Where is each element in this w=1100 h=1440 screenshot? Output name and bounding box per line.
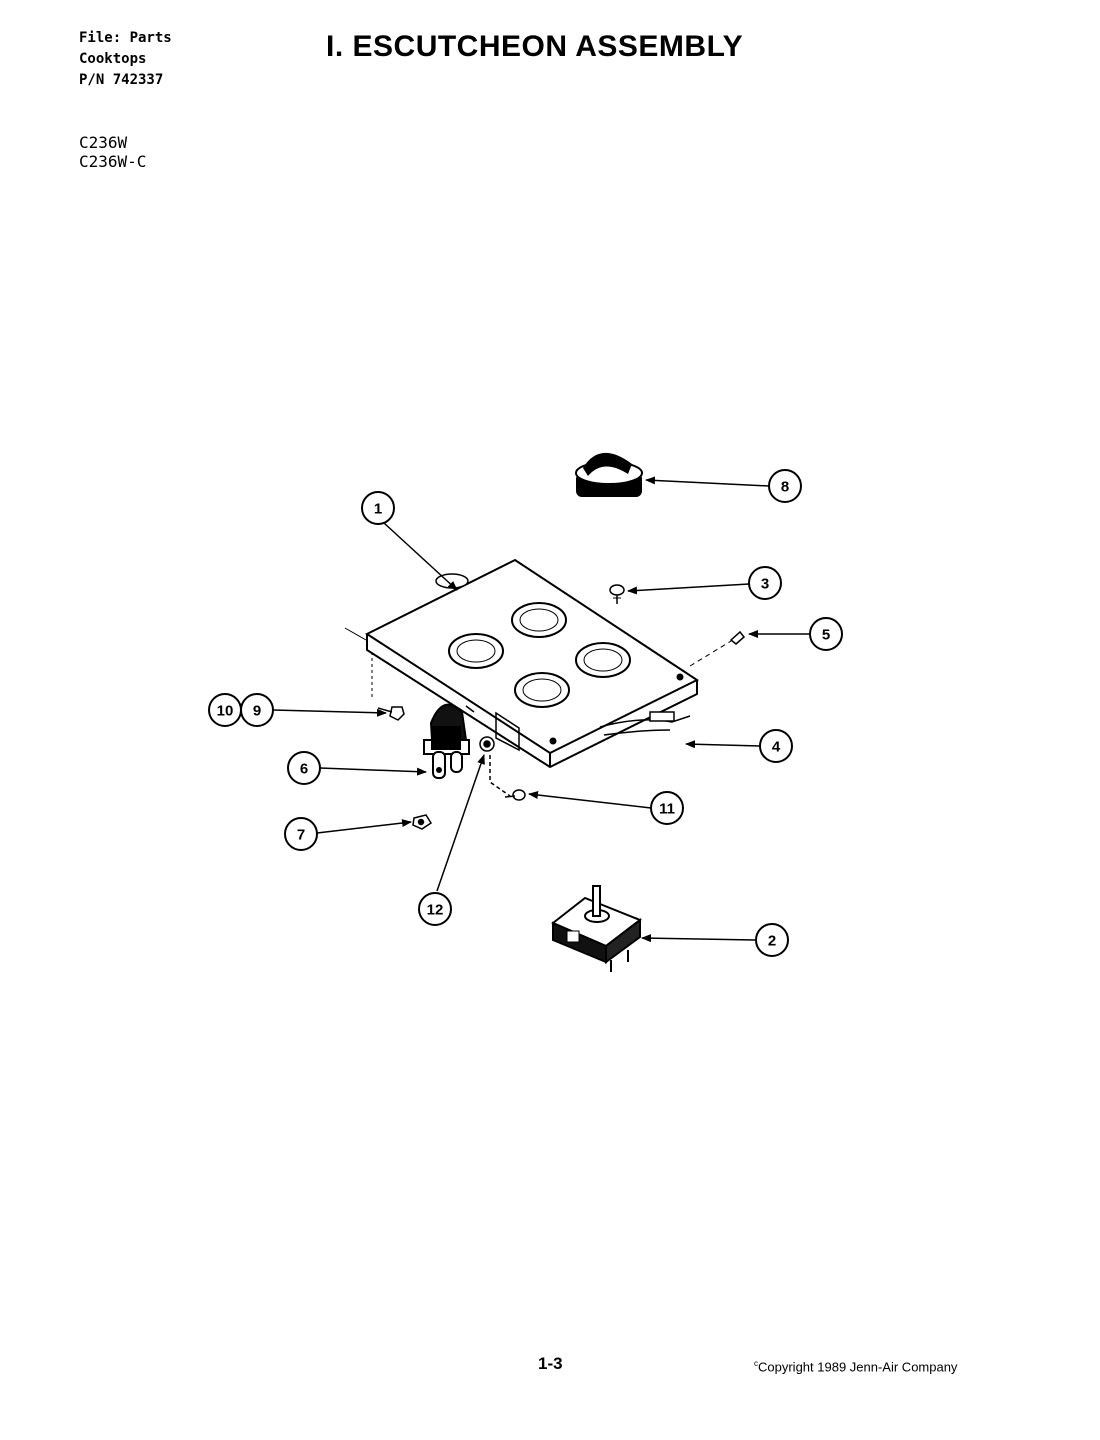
callout-11: 11 [650, 791, 684, 825]
callout-2: 2 [755, 923, 789, 957]
screw-part-5 [729, 630, 746, 645]
leader-line-3 [627, 583, 750, 595]
leader-line-4 [685, 740, 761, 749]
leader-line-12 [436, 754, 485, 892]
callout-12: 12 [418, 892, 452, 926]
nut-part-12 [479, 736, 495, 752]
model-list: C236W C236W-C [79, 133, 146, 171]
nut-part-7 [412, 814, 433, 830]
callout-1: 1 [361, 491, 395, 525]
callout-10: 10 [208, 693, 242, 727]
wire-part-4 [599, 711, 691, 736]
leader-line-7 [316, 819, 412, 834]
callout-label: 7 [297, 827, 305, 844]
escutcheon-panel [344, 558, 737, 769]
callout-label: 1 [374, 501, 382, 518]
callout-5: 5 [809, 617, 843, 651]
leader-line-6 [319, 767, 427, 776]
leader-line-1 [383, 522, 458, 591]
callout-8: 8 [768, 469, 802, 503]
callout-9: 9 [240, 693, 274, 727]
callout-4: 4 [759, 729, 793, 763]
callout-label: 4 [772, 739, 781, 756]
callout-label: 11 [659, 801, 675, 818]
file-line: File: Parts [79, 30, 172, 46]
callout-label: 8 [781, 479, 789, 496]
knob-part-8 [575, 452, 643, 497]
page-title: I. ESCUTCHEON ASSEMBLY [326, 30, 744, 63]
callout-6: 6 [287, 751, 321, 785]
switch-part-2 [551, 885, 643, 972]
callout-label: 12 [427, 902, 444, 919]
screw-part-11 [504, 789, 526, 801]
page-number: 1-3 [538, 1354, 563, 1373]
copyright-symbol: c [754, 1359, 758, 1368]
leader-line-2 [641, 934, 756, 943]
screw-part-9 [377, 706, 405, 721]
leader-lines [272, 476, 810, 943]
callout-label: 9 [253, 703, 261, 720]
callout-3: 3 [748, 566, 782, 600]
mounting-bracket [489, 711, 520, 797]
leader-line-9 [272, 708, 387, 717]
callout-7: 7 [284, 817, 318, 851]
file-line: P/N 742337 [79, 72, 164, 88]
switch-part-6 [423, 703, 475, 779]
file-line: Cooktops [79, 51, 147, 67]
callout-label: 10 [217, 703, 234, 720]
callout-label: 2 [768, 933, 776, 950]
copyright-notice: cCopyright 1989 Jenn-Air Company [754, 1359, 957, 1374]
leader-line-8 [645, 476, 770, 487]
file-info: File: Parts Cooktops P/N 742337 [79, 28, 172, 91]
callout-label: 3 [761, 576, 769, 593]
callout-label: 6 [300, 761, 308, 778]
leader-line-11 [528, 791, 652, 809]
callout-label: 5 [822, 627, 830, 644]
screw-part-3 [609, 584, 625, 604]
copyright-text: Copyright 1989 Jenn-Air Company [758, 1359, 958, 1375]
model-number: C236W [79, 133, 128, 152]
model-number: C236W-C [79, 152, 147, 171]
